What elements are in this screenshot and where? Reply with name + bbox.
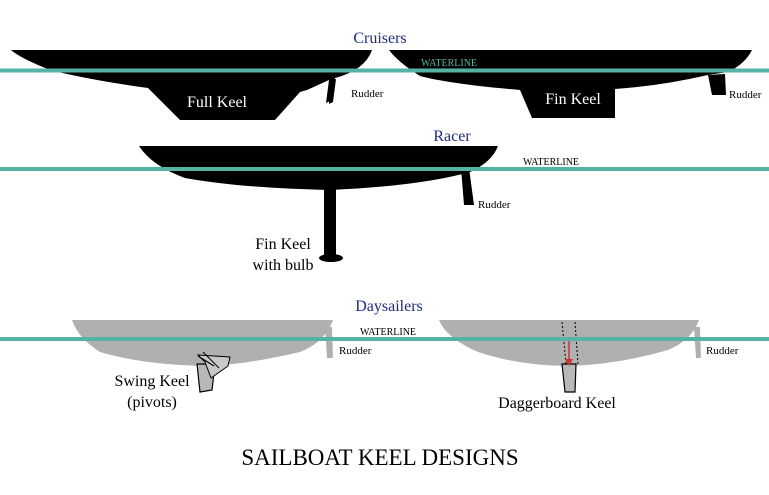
swing-keel-pivot-line-2 [202,351,220,369]
racer-rudder [461,168,474,205]
daggerboard-rudder [694,327,701,358]
waterline-racer [0,167,769,171]
section-title-cruisers: Cruisers [353,30,406,47]
rudder-label-fin-keel: Rudder [729,89,762,101]
racer-fin-keel [324,186,336,258]
daggerboard-blade [561,363,577,393]
racer-keel-bulb [319,254,343,262]
full-keel-label: Full Keel [187,94,248,111]
full-keel-hull [11,50,372,120]
diagram-title: SAILBOAT KEEL DESIGNS [241,445,518,470]
fin-keel-cruiser-rudder [708,74,726,95]
daggerboard-keel-label: Daggerboard Keel [498,395,616,412]
swing-keel-pivot-line [197,355,215,367]
rudder-label-swing: Rudder [339,345,372,357]
fin-keel-bulb-label-line2: with bulb [253,257,314,274]
swing-keel-label-line2: (pivots) [127,394,177,411]
section-title-racer: Racer [433,128,471,145]
full-keel-rudder [329,79,336,104]
daggerboard-trunk-line-right [574,321,579,365]
fin-keel-bulb-label-line1: Fin Keel [255,236,311,253]
swing-keel-hull [72,320,333,366]
waterline-label-racer: WATERLINE [523,157,579,168]
fin-keel-cruiser-hull [389,50,752,118]
rudder-label-racer: Rudder [478,199,511,211]
daggerboard-trunk-line-left [561,321,567,365]
section-title-daysailers: Daysailers [355,298,423,315]
swing-keel-rudder [325,327,333,358]
waterline-daysailers [0,337,769,341]
rudder-label-daggerboard: Rudder [706,345,739,357]
fin-keel-label: Fin Keel [545,91,601,108]
waterline-label-cruisers: WATERLINE [421,58,477,69]
waterline-cruisers [0,68,769,73]
rudder-label-full-keel: Rudder [351,88,384,100]
swing-keel-label-line1: Swing Keel [114,373,190,390]
daggerboard-arrow-head [565,359,573,366]
waterline-label-daysailers: WATERLINE [360,327,416,338]
